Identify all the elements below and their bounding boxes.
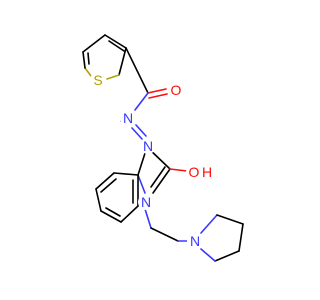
methylene-bridge [144, 208, 190, 242]
pyrrolidine-ring [200, 214, 244, 262]
thiophene-ring [82, 34, 127, 80]
svg-text:O: O [189, 164, 200, 180]
carbonyl-group [125, 47, 168, 99]
chemical-structure: S O N N O H N N [82, 34, 244, 262]
atom-label-sulfur: S [90, 72, 106, 88]
atom-label-azo-n2: N [140, 138, 156, 154]
svg-text:O: O [171, 82, 182, 98]
svg-text:N: N [143, 138, 153, 154]
svg-text:S: S [93, 72, 102, 88]
svg-text:N: N [123, 110, 133, 126]
atom-label-hydroxyl-o: O [186, 164, 202, 180]
svg-text:N: N [141, 194, 151, 210]
atom-label-pyrrolidine-n: N [187, 233, 203, 249]
atom-label-azo-n1: N [120, 110, 136, 126]
atom-label-hydroxyl-h: H [200, 164, 214, 180]
hydroxyl-group [169, 168, 188, 172]
svg-text:H: H [202, 164, 212, 180]
svg-text:N: N [190, 233, 200, 249]
atom-label-indole-n: N [138, 194, 154, 210]
atom-label-carbonyl-oxygen: O [168, 82, 184, 98]
indole-benzene-ring [95, 172, 139, 223]
